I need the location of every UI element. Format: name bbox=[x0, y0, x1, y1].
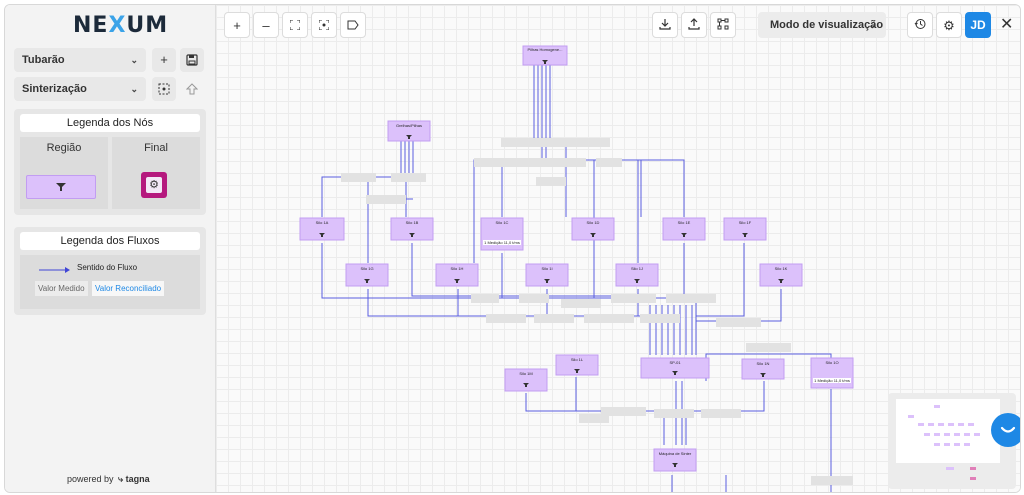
node-label[interactable]: Silo 1A bbox=[315, 220, 329, 225]
node-label[interactable]: SP-01 bbox=[669, 360, 681, 365]
app-logo: NEXUM bbox=[73, 13, 169, 38]
node-label[interactable]: Silo 1F bbox=[738, 220, 752, 225]
node-legend: Legenda dos Nós Região Final ⚙ bbox=[14, 109, 206, 215]
node-label[interactable]: Silo 1O bbox=[825, 360, 839, 365]
chat-button[interactable] bbox=[991, 413, 1020, 447]
node-badge: 1 Medição 11,0 t/ms bbox=[483, 240, 521, 245]
legend-final-node: ⚙ bbox=[141, 172, 167, 198]
app-window: NEXUM Tubarão ⌄ + Sinterização ⌄ Legenda… bbox=[4, 4, 1021, 493]
node-label[interactable]: Silo 1M bbox=[519, 371, 533, 376]
node-label[interactable]: Silo 1E bbox=[677, 220, 691, 225]
diagram-canvas[interactable]: + – Modo de visualização ⌄ ⚙ JD ✕ bbox=[216, 5, 1020, 492]
chat-icon bbox=[1000, 426, 1016, 433]
avatar[interactable]: JD bbox=[965, 12, 991, 38]
minimap-node bbox=[934, 443, 974, 446]
minimap-node bbox=[946, 467, 954, 470]
settings-button[interactable]: ⚙ bbox=[936, 12, 962, 38]
gear-icon: ⚙ bbox=[146, 177, 162, 193]
node-label[interactable]: Silo 1J bbox=[630, 266, 643, 271]
node-legend-title: Legenda dos Nós bbox=[20, 114, 200, 132]
node-label[interactable]: Máquina de Sinter bbox=[658, 451, 692, 456]
node-label[interactable]: Silo 1D bbox=[586, 220, 600, 225]
chevron-down-icon: ⌄ bbox=[868, 20, 876, 30]
add-button[interactable]: + bbox=[152, 48, 176, 72]
layout-tree-icon bbox=[717, 18, 729, 30]
upload-icon bbox=[688, 18, 700, 30]
minimap-viewport bbox=[896, 399, 1000, 463]
legend-region-label: Região bbox=[46, 142, 82, 154]
history-button[interactable] bbox=[907, 12, 933, 38]
node-label[interactable]: Silo 1K bbox=[774, 266, 788, 271]
sidebar: NEXUM Tubarão ⌄ + Sinterização ⌄ Legenda… bbox=[5, 5, 216, 492]
gear-icon: ⚙ bbox=[943, 18, 955, 33]
focus-selection-button[interactable] bbox=[311, 12, 337, 38]
funnel-icon bbox=[56, 183, 66, 191]
node-funnel-icons bbox=[319, 60, 784, 467]
powered-by: powered by ⤷ tagna bbox=[67, 474, 150, 484]
minimap-node bbox=[970, 477, 976, 480]
minimap-node bbox=[908, 415, 914, 418]
fit-view-button[interactable] bbox=[282, 12, 308, 38]
minimap-node bbox=[934, 405, 940, 408]
area-select[interactable]: Sinterização ⌄ bbox=[14, 77, 146, 101]
node-label[interactable]: Silo 1N bbox=[756, 361, 770, 366]
layout-button[interactable] bbox=[710, 12, 736, 38]
flow-legend: Legenda dos Fluxos Sentido do Fluxo Valo… bbox=[14, 227, 206, 315]
chevron-down-icon: ⌄ bbox=[130, 84, 138, 94]
arrow-right-icon bbox=[39, 267, 70, 273]
minimap-node bbox=[970, 467, 976, 470]
node-label[interactable]: Silo 1G bbox=[360, 266, 374, 271]
upload-button[interactable] bbox=[180, 77, 204, 101]
download-icon bbox=[659, 19, 671, 30]
node-label[interactable]: Silo 1I bbox=[541, 266, 553, 271]
label-toggle-button[interactable] bbox=[340, 12, 366, 38]
node-label[interactable]: Silo 1C bbox=[495, 220, 509, 225]
tag-icon bbox=[347, 20, 359, 30]
flow-direction-label: Sentido do Fluxo bbox=[77, 263, 138, 272]
tagna-logo-icon: ⤷ bbox=[118, 474, 124, 484]
export-button[interactable] bbox=[681, 12, 707, 38]
node-label[interactable]: Silo 1B bbox=[405, 220, 419, 225]
history-icon bbox=[914, 19, 926, 29]
node-label[interactable]: Grelhas/Pilhas bbox=[395, 123, 422, 128]
minimap-node bbox=[924, 433, 984, 436]
minimap-node bbox=[918, 423, 978, 426]
node-label[interactable]: Silo 1L bbox=[570, 357, 584, 362]
upload-icon bbox=[185, 83, 199, 95]
minus-icon: – bbox=[262, 18, 270, 33]
node-badge: 1 Medição 11,0 t/ms bbox=[813, 378, 851, 383]
save-button[interactable] bbox=[180, 48, 204, 72]
view-mode-select[interactable]: Modo de visualização ⌄ bbox=[758, 12, 886, 38]
download-button[interactable] bbox=[652, 12, 678, 38]
node-label[interactable]: Silo 1H bbox=[450, 266, 464, 271]
legend-final-label: Final bbox=[144, 142, 168, 154]
flow-legend-title: Legenda dos Fluxos bbox=[20, 232, 200, 250]
close-icon[interactable]: ✕ bbox=[1000, 16, 1014, 33]
legend-region-node bbox=[26, 175, 96, 199]
flow-value-labels bbox=[341, 138, 853, 485]
reconciled-value-chip: Valor Reconciliado bbox=[92, 281, 165, 296]
plus-icon: + bbox=[233, 18, 241, 33]
flow-diagram bbox=[299, 45, 854, 492]
focus-button[interactable] bbox=[152, 77, 176, 101]
node-label[interactable]: Pilhas Homogene... bbox=[527, 47, 563, 52]
measured-value-chip: Valor Medido bbox=[35, 281, 88, 296]
zoom-out-button[interactable]: – bbox=[253, 12, 279, 38]
unit-select[interactable]: Tubarão ⌄ bbox=[14, 48, 146, 72]
save-icon bbox=[186, 54, 198, 66]
focus-icon bbox=[158, 83, 170, 95]
plus-icon: + bbox=[160, 52, 168, 67]
chevron-down-icon: ⌄ bbox=[130, 55, 138, 65]
zoom-in-button[interactable]: + bbox=[224, 12, 250, 38]
